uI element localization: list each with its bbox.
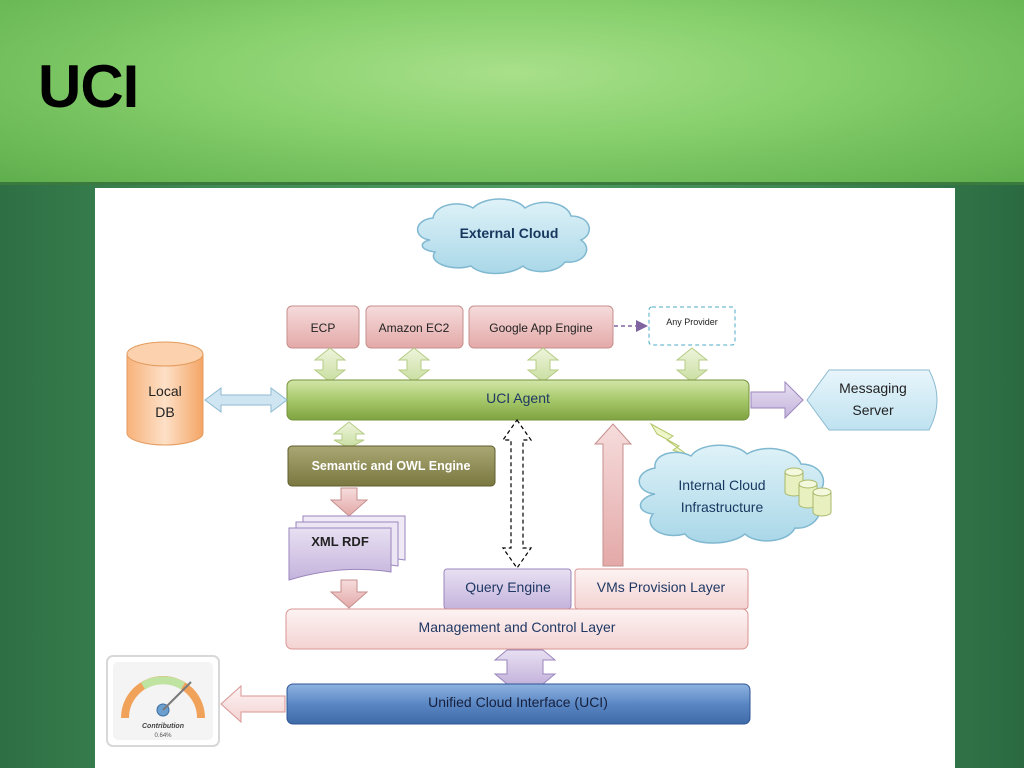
- arrow-google-agent: [526, 347, 560, 383]
- xml-rdf-label: XML RDF: [311, 534, 369, 549]
- xml-rdf-documents: XML RDF: [288, 515, 406, 581]
- provider-ecp-label: ECP: [311, 321, 336, 335]
- provider-agent-arrows: [313, 347, 709, 383]
- management-layer-label: Management and Control Layer: [419, 619, 616, 635]
- messaging-server: Messaging Server: [806, 369, 938, 431]
- semantic-owl-engine: Semantic and OWL Engine: [287, 445, 496, 487]
- dashed-arrow-agent-query: [501, 418, 533, 570]
- provider-any: Any Provider: [648, 306, 736, 346]
- architecture-diagram: External Cloud ECP Amazon EC2 Google App…: [106, 198, 938, 747]
- provider-any-label: Any Provider: [666, 317, 718, 327]
- internal-cloud-label-2: Infrastructure: [681, 499, 764, 515]
- gauge-value: 0.64%: [154, 733, 172, 739]
- arrow-uci-gauge: [220, 684, 286, 724]
- uci-agent-label: UCI Agent: [486, 390, 550, 406]
- uci-agent-bar: UCI Agent: [286, 379, 750, 421]
- storage-cylinders-icon: [784, 467, 832, 517]
- provider-google-label: Google App Engine: [489, 321, 593, 335]
- vms-layer-label: VMs Provision Layer: [597, 579, 726, 595]
- provider-ecp: ECP: [286, 305, 360, 349]
- internal-cloud: Internal Cloud Infrastructure: [638, 444, 832, 544]
- arrow-agent-messaging: [750, 380, 804, 420]
- external-cloud: External Cloud: [416, 198, 591, 275]
- slide-title: UCI: [38, 53, 139, 120]
- query-engine: Query Engine: [443, 568, 572, 610]
- internal-cloud-label-1: Internal Cloud: [678, 477, 765, 493]
- arrow-management-uci: [493, 649, 557, 685]
- provider-google-app-engine: Google App Engine: [468, 305, 614, 349]
- external-cloud-label: External Cloud: [460, 225, 559, 241]
- gauge-label: Contribution: [142, 723, 184, 730]
- diagram-panel: External Cloud ECP Amazon EC2 Google App…: [95, 188, 955, 768]
- arrow-any-agent: [675, 347, 709, 383]
- local-db-label-1: Local: [148, 383, 181, 399]
- contribution-gauge: Contribution 0.64%: [106, 655, 220, 747]
- slide-header: UCI: [0, 0, 1024, 185]
- arrow-semantic-xml: [329, 487, 369, 517]
- vms-provision-layer: VMs Provision Layer: [574, 568, 749, 610]
- messaging-label-2: Server: [852, 402, 894, 418]
- management-control-layer: Management and Control Layer: [285, 608, 749, 650]
- unified-cloud-interface-bar: Unified Cloud Interface (UCI): [286, 683, 751, 725]
- provider-amazon-ec2: Amazon EC2: [365, 305, 464, 349]
- arrow-ecp-agent: [313, 347, 347, 383]
- local-db-label-2: DB: [155, 404, 174, 420]
- arrow-vms-agent: [593, 423, 633, 567]
- arrow-localdb-agent: [204, 387, 288, 413]
- provider-amazon-label: Amazon EC2: [379, 321, 450, 335]
- query-engine-label: Query Engine: [465, 579, 551, 595]
- lightning-bolt-icon: [649, 422, 690, 457]
- arrow-amazon-agent: [397, 347, 431, 383]
- messaging-label-1: Messaging: [839, 380, 907, 396]
- semantic-engine-label: Semantic and OWL Engine: [312, 459, 471, 473]
- uci-layer-label: Unified Cloud Interface (UCI): [428, 694, 608, 710]
- arrow-xml-management: [329, 579, 369, 609]
- gauge-needle: [162, 681, 192, 711]
- arrow-agent-semantic: [332, 421, 366, 449]
- local-db-cylinder: Local DB: [126, 341, 204, 446]
